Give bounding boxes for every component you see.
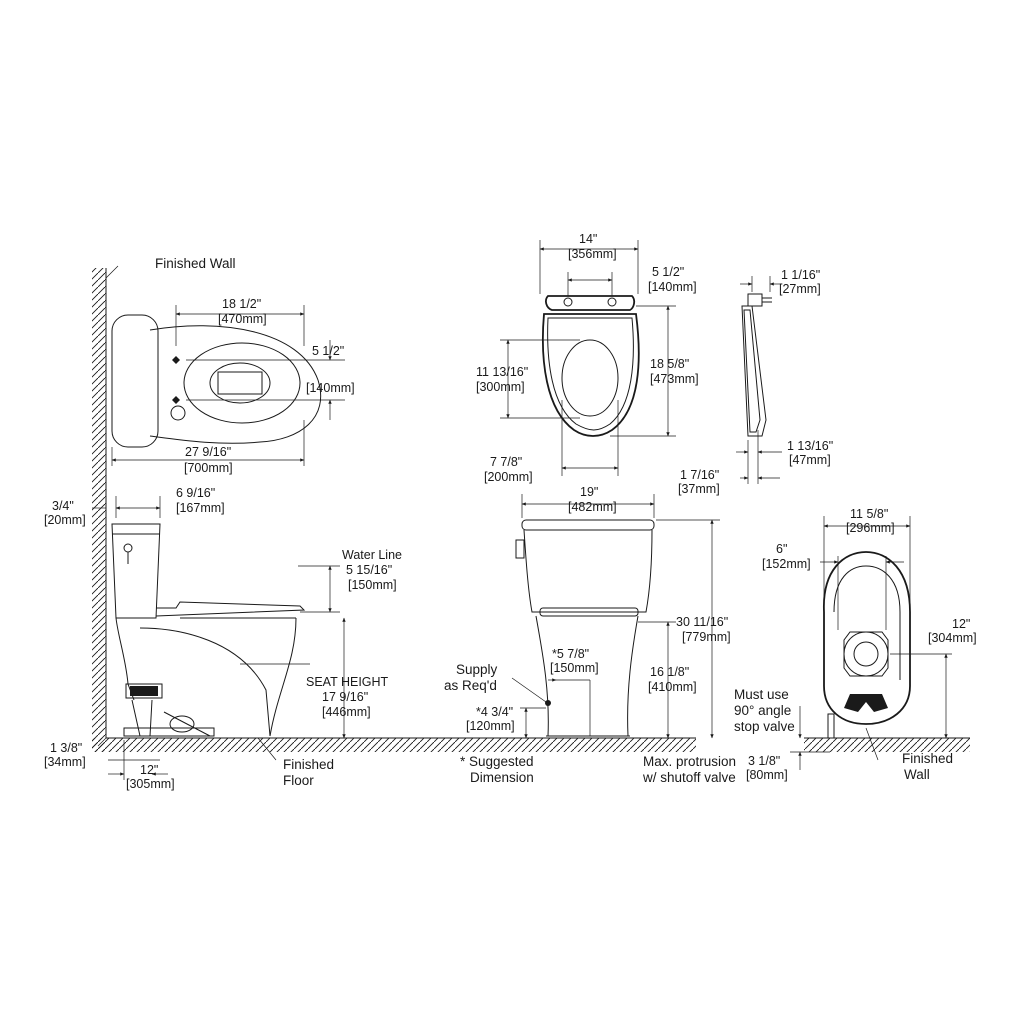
dim-label: [150mm] xyxy=(348,578,397,592)
finished-floor-label: Floor xyxy=(283,773,314,788)
dim-label: 5 1/2" xyxy=(652,265,684,279)
dim-label: [37mm] xyxy=(678,482,720,496)
finished-wall-label: Finished Wall xyxy=(155,256,236,271)
dim-label: 16 1/8" xyxy=(650,665,689,679)
dim-label: 5 15/16" xyxy=(346,563,392,577)
dim-label: 27 9/16" xyxy=(185,445,231,459)
dim-label: 12" xyxy=(952,617,970,631)
dim-label: 18 5/8" xyxy=(650,357,689,371)
finished-floor-label: Finished xyxy=(283,757,334,772)
dim-label: 12" xyxy=(140,763,158,777)
supply-label: as Req'd xyxy=(444,678,497,693)
dim-label: [482mm] xyxy=(568,500,617,514)
dim-label: *5 7/8" xyxy=(552,647,589,661)
dim-label: 1 7/16" xyxy=(680,468,719,482)
dim-label: [152mm] xyxy=(762,557,811,571)
dim-label: [300mm] xyxy=(476,380,525,394)
dim-label: [304mm] xyxy=(928,631,977,645)
dim-label: 1 3/8" xyxy=(50,741,82,755)
suggested-note: Dimension xyxy=(470,770,534,785)
stop-valve-note: Must use xyxy=(734,687,789,702)
dim-label: [167mm] xyxy=(176,501,225,515)
dim-label: 1 1/16" xyxy=(781,268,820,282)
dim-label: [27mm] xyxy=(779,282,821,296)
max-protrusion-note: w/ shutoff valve xyxy=(642,770,736,785)
max-protrusion-note: Max. protrusion xyxy=(643,754,736,769)
dim-label: [20mm] xyxy=(44,513,86,527)
seat-height-label: SEAT HEIGHT xyxy=(306,675,389,689)
finished-wall-label: Finished xyxy=(902,751,953,766)
dim-label: [34mm] xyxy=(44,755,86,769)
dim-label: 11 13/16" xyxy=(476,365,528,379)
dim-label: 1 13/16" xyxy=(787,439,833,453)
dim-label: 11 5/8" xyxy=(850,507,888,521)
seat-top-view: 14" [356mm] 5 1/2" [140mm] 11 13/16" [30… xyxy=(476,232,699,484)
dim-label: 7 7/8" xyxy=(490,455,522,469)
side-view: 3/4" [20mm] 6 9/16" [167mm] Water Line 5… xyxy=(44,486,402,791)
dim-label: 14" xyxy=(579,232,597,246)
top-view: Finished Wall 18 1/2" [470mm] 5 1/2" [14… xyxy=(105,256,355,475)
dim-label: [120mm] xyxy=(466,719,515,733)
right-floor xyxy=(804,737,970,752)
dim-label: [47mm] xyxy=(789,453,831,467)
water-line-label: Water Line xyxy=(342,548,402,562)
dim-label: 3/4" xyxy=(52,499,74,513)
stop-valve-note: stop valve xyxy=(734,719,795,734)
dim-label: 6 9/16" xyxy=(176,486,215,500)
dim-label: [410mm] xyxy=(648,680,697,694)
supply-label: Supply xyxy=(456,662,498,677)
dim-label: *4 3/4" xyxy=(476,705,513,719)
dim-label: [446mm] xyxy=(322,705,371,719)
dim-label: 19" xyxy=(580,485,598,499)
dim-label: [779mm] xyxy=(682,630,731,644)
left-wall-and-floor xyxy=(92,268,696,752)
dim-label: [140mm] xyxy=(648,280,697,294)
seat-profile-view: 1 1/16" [27mm] 1 13/16" [47mm] 1 7/16" [… xyxy=(678,268,833,496)
dim-label: [296mm] xyxy=(846,521,895,535)
dim-label: [356mm] xyxy=(568,247,617,261)
dim-label: 17 9/16" xyxy=(322,690,368,704)
dim-label: [150mm] xyxy=(550,661,599,675)
dim-label: [140mm] xyxy=(306,381,355,395)
dim-label: 30 11/16" xyxy=(676,615,728,629)
dim-label: 6" xyxy=(776,542,787,556)
dim-label: 5 1/2" xyxy=(312,344,344,358)
stop-valve-note: 90° angle xyxy=(734,703,791,718)
dim-label: 3 1/8" xyxy=(748,754,780,768)
finished-wall-label: Wall xyxy=(904,767,930,782)
front-view: 19" [482mm] 30 11/16" [779mm] 16 1/8" [4… xyxy=(444,485,736,785)
dim-label: [80mm] xyxy=(746,768,788,782)
rear-view: 11 5/8" [296mm] 6" [152mm] 12" [304mm] M… xyxy=(734,507,977,782)
dim-label: [473mm] xyxy=(650,372,699,386)
suggested-note: * Suggested xyxy=(460,754,534,769)
dim-label: [470mm] xyxy=(218,312,267,326)
dim-label: [700mm] xyxy=(184,461,233,475)
dim-label: [200mm] xyxy=(484,470,533,484)
dim-label: 18 1/2" xyxy=(222,297,261,311)
dim-label: [305mm] xyxy=(126,777,175,791)
